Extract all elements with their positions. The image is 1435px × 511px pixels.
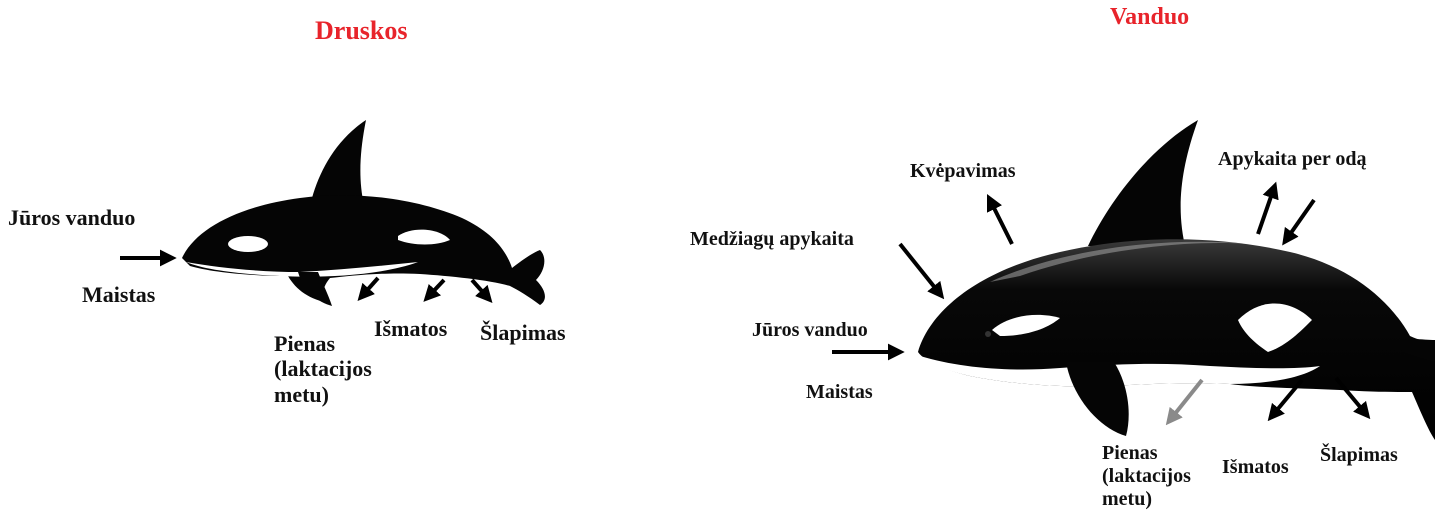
- label-food-left: Maistas: [82, 282, 156, 307]
- panel-title-salts: Druskos: [315, 16, 408, 45]
- right-arrows: [832, 181, 1371, 426]
- arrow-out-milk-left: [357, 276, 380, 302]
- orca-right-pectoral-fin: [1066, 362, 1129, 436]
- orca-left-body: [182, 195, 545, 305]
- orca-right-flank-patch: [1238, 303, 1312, 352]
- label-food-right: Maistas: [806, 381, 873, 403]
- arrow-out-milk-right: [1165, 378, 1204, 426]
- orca-right-eye-patch: [992, 314, 1060, 336]
- label-sea-water-left: Jūros vanduo: [8, 205, 136, 230]
- orca-left-pectoral-fin: [298, 272, 332, 306]
- left-arrows: [120, 249, 493, 304]
- label-milk-left-line3: metu): [274, 381, 329, 407]
- label-urine-left: Šlapimas: [480, 320, 566, 345]
- arrow-out-urine-right: [1334, 376, 1371, 420]
- orca-left-dorsal-fin: [312, 120, 366, 205]
- arrow-out-urine-left: [470, 278, 493, 304]
- label-milk-right-line1: Pienas: [1102, 442, 1158, 464]
- label-skin-exchange: Apykaita per odą: [1218, 148, 1367, 170]
- arrow-out-feces-left: [423, 278, 446, 302]
- orca-left-belly: [186, 262, 418, 277]
- label-milk-right: Pienas (laktacijos metu): [1102, 442, 1191, 511]
- label-metabolism: Medžiagų apykaita: [690, 228, 854, 250]
- label-milk-right-line3: metu): [1102, 488, 1152, 510]
- arrow-in-metabolism: [898, 242, 945, 300]
- orca-right-back-highlight: [990, 241, 1250, 282]
- label-urine-right: Šlapimas: [1320, 444, 1398, 466]
- label-feces-right: Išmatos: [1222, 456, 1289, 478]
- arrow-out-skin: [1256, 181, 1279, 235]
- arrow-out-respiration: [986, 193, 1014, 245]
- orca-right-belly: [920, 356, 1320, 387]
- orca-right-tail-fluke: [1402, 339, 1435, 362]
- orca-right-dorsal-fin: [1088, 120, 1198, 250]
- label-milk-right-line2: (laktacijos: [1102, 465, 1191, 487]
- panel-title-water: Vanduo: [1110, 4, 1190, 30]
- label-sea-water-right: Jūros vanduo: [752, 319, 868, 341]
- arrow-in-skin: [1282, 198, 1316, 246]
- label-respiration: Kvėpavimas: [910, 160, 1016, 182]
- label-milk-left: Pienas (laktacijos metu): [274, 331, 372, 407]
- orca-right-illustration: [918, 120, 1435, 440]
- orca-right-eye: [985, 331, 991, 337]
- orca-left-eye-patch: [228, 236, 268, 252]
- orca-left-flank-patch: [398, 229, 450, 245]
- label-feces-left: Išmatos: [374, 316, 448, 341]
- orca-right-body: [918, 239, 1435, 440]
- label-milk-left-line2: (laktacijos: [274, 356, 372, 382]
- label-milk-left-line1: Pienas: [274, 331, 336, 356]
- arrow-out-feces-right: [1267, 378, 1304, 422]
- orca-left-illustration: [182, 120, 545, 306]
